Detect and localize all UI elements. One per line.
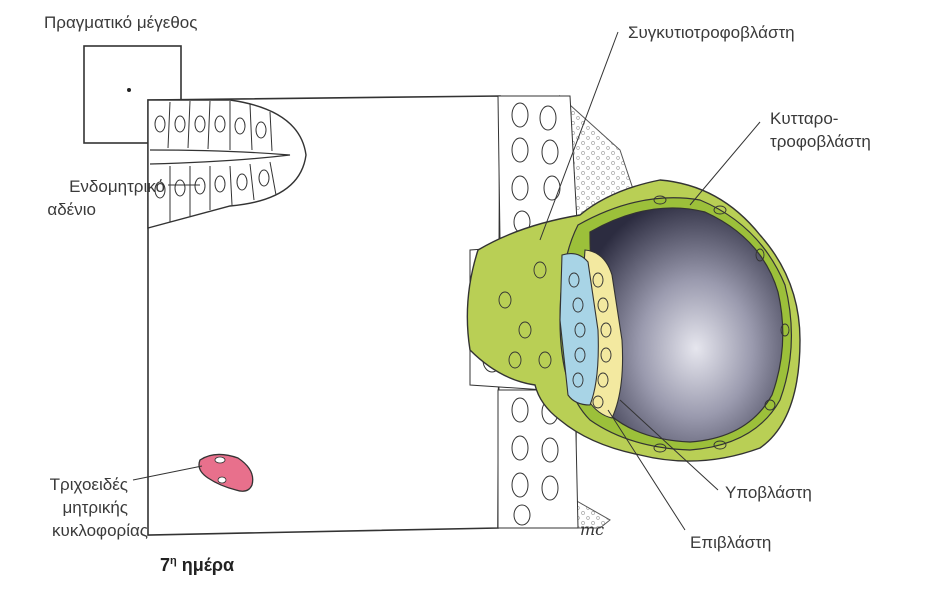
label-hypoblast: Υποβλάστη bbox=[725, 483, 812, 502]
maternal-capillary bbox=[198, 453, 254, 492]
label-capillary-line1: Τριχοειδές bbox=[49, 475, 128, 494]
day-superscript: η bbox=[170, 555, 177, 567]
label-capillary-line3: κυκλοφορίας bbox=[52, 521, 148, 540]
label-actual-size: Πραγματικό μέγεθος bbox=[44, 13, 198, 32]
endometrial-gland bbox=[147, 99, 307, 229]
artist-signature: mc bbox=[580, 520, 605, 539]
leader-lines bbox=[132, 31, 761, 531]
label-endometrial-gland-line2: αδένιο bbox=[47, 200, 96, 219]
label-cytotrophoblast-line1: Κυτταρο- bbox=[770, 109, 839, 128]
hypoblast bbox=[559, 253, 599, 406]
day-word: ημέρα bbox=[181, 555, 235, 575]
day-caption: 7η ημέρα bbox=[160, 555, 234, 576]
label-capillary-line2: μητρικής bbox=[62, 498, 128, 517]
label-syncytiotrophoblast: Συγκυτιοτροφοβλάστη bbox=[628, 23, 795, 42]
label-epiblast: Επιβλάστη bbox=[690, 533, 772, 552]
label-endometrial-gland-line1: Ενδομητρικό bbox=[69, 177, 165, 196]
label-cytotrophoblast-line2: τροφοβλάστη bbox=[770, 132, 871, 151]
day-number: 7 bbox=[160, 555, 171, 575]
actual-size-dot bbox=[127, 88, 131, 92]
